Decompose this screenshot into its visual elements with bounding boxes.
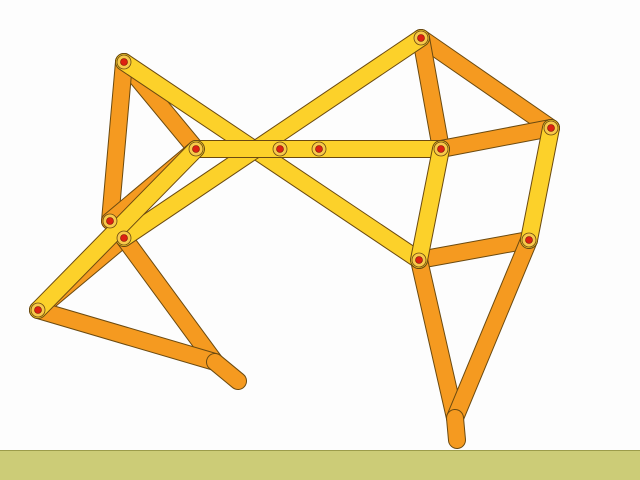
yellow-bar-1-bar (116, 54, 427, 268)
yellow-bar-6-link (520, 119, 560, 249)
joint-pin-j_top_left (120, 58, 128, 66)
yellow-bar-2-link (115, 29, 430, 247)
orange-leg-right-4-bar (447, 410, 465, 448)
orange-leg-right-3-link (446, 231, 538, 427)
orange-tri-right-1-link (412, 29, 560, 137)
joint-pin-j_far_right (547, 124, 555, 132)
orange-leg-right-2-bar (411, 252, 463, 426)
yellow-bar-2-bar (116, 30, 429, 246)
orange-leg-right-2-link (410, 251, 464, 427)
orange-leg-left-4-link (206, 353, 247, 390)
orange-leg-left-2-bar (116, 230, 223, 370)
orange-leg-left-3-bar (30, 302, 223, 370)
joint-pin-j_mid (315, 145, 323, 153)
yellow-bar-5-bar (411, 141, 449, 268)
orange-tri-right-1-bar (413, 30, 559, 136)
orange-tri-left-2-link (101, 53, 133, 230)
joint-pin-j_right_lr (525, 236, 533, 244)
joint-pin-j_right_low (415, 256, 423, 264)
orange-leg-left-2-link (115, 229, 224, 371)
joint-pin-j_far_left (34, 306, 42, 314)
orange-tri-right-2-link (412, 29, 450, 158)
orange-tri-right-3-link (432, 119, 560, 158)
joint-pin-j_ul (192, 145, 200, 153)
yellow-bar-4-link (29, 140, 205, 319)
yellow-bar-1-link (115, 53, 428, 269)
orange-links (29, 29, 560, 449)
orange-leg-right-1-link (410, 231, 538, 269)
orange-tri-right-2-bar (413, 30, 449, 157)
orange-leg-right-1-bar (411, 232, 537, 268)
orange-leg-right-4-link (446, 409, 466, 449)
yellow-bar-4-bar (30, 141, 204, 318)
ground-strip (0, 450, 640, 480)
yellow-bar-5-link (410, 140, 450, 269)
joint-pin-j_top_right (417, 34, 425, 42)
orange-tri-left-2-bar (102, 54, 132, 229)
joint-pin-j_left_low (120, 234, 128, 242)
pivot-joints (30, 30, 559, 318)
orange-leg-left-3-link (29, 301, 224, 371)
orange-tri-right-3-bar (433, 120, 559, 157)
yellow-bar-6-bar (521, 120, 559, 248)
joint-pin-j_left_mid (106, 217, 114, 225)
joint-pin-j_center (276, 145, 284, 153)
orange-leg-right-3-bar (447, 232, 537, 426)
orange-leg-left-4-bar (207, 354, 246, 389)
joint-pin-j_right_mid (437, 145, 445, 153)
